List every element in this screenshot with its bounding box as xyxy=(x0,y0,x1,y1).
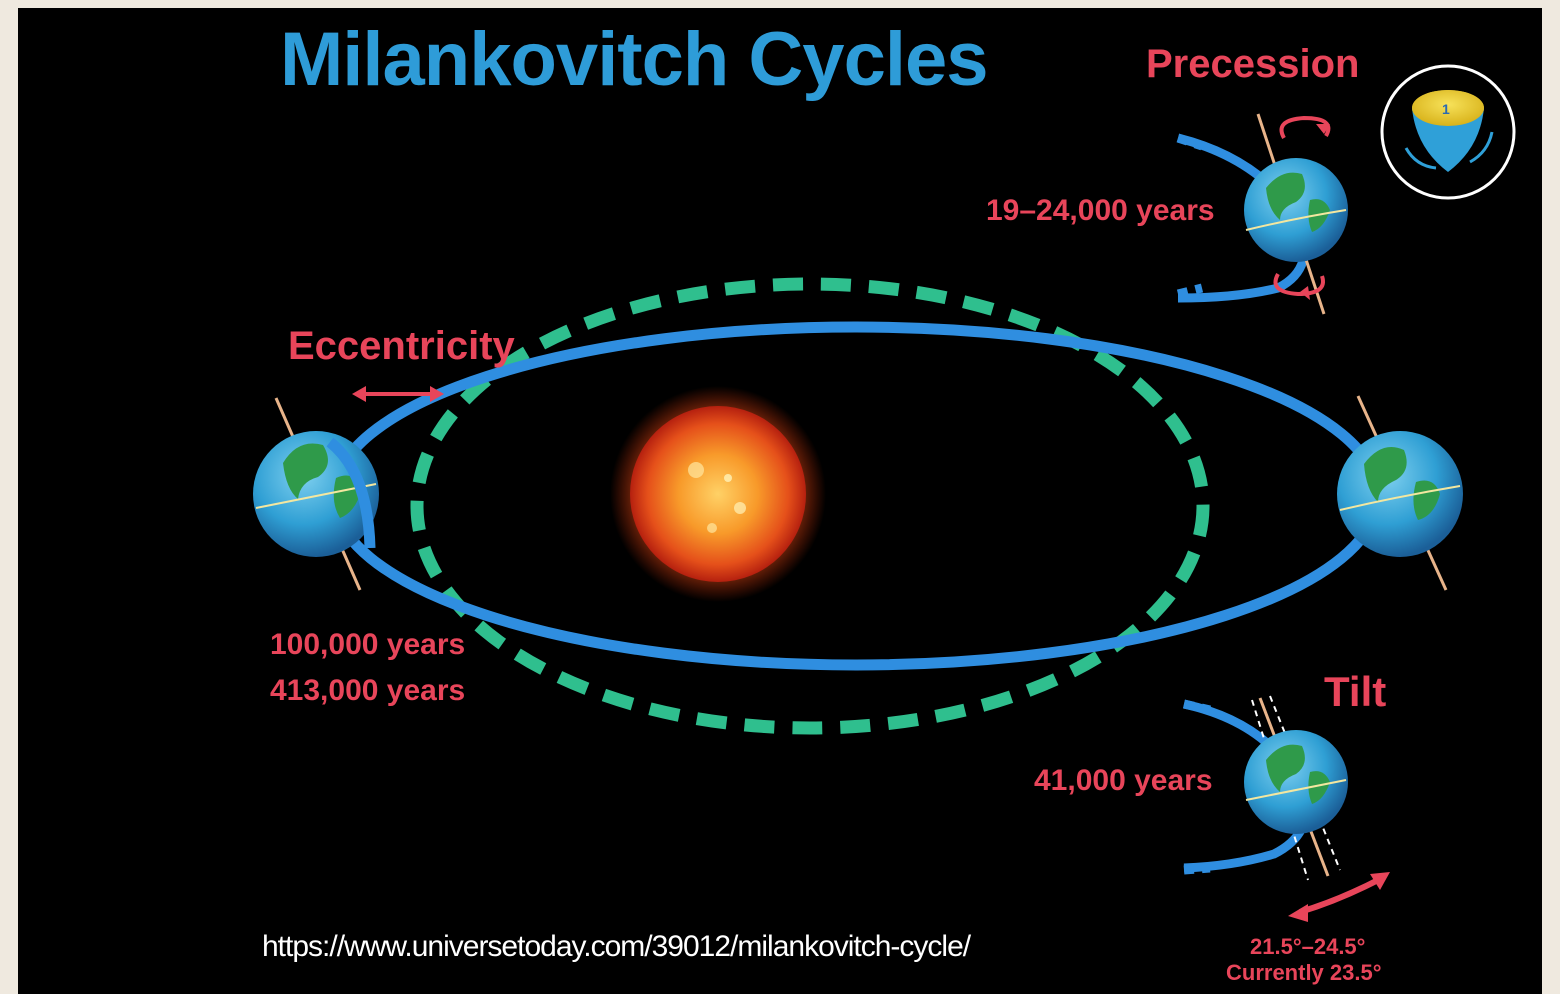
diagram-title: Milankovitch Cycles xyxy=(280,17,988,102)
double-arrow-icon xyxy=(352,386,444,402)
precession-label: Precession xyxy=(1146,42,1360,86)
rotation-arrow-icon xyxy=(1288,872,1390,922)
earth-icon xyxy=(1176,113,1348,315)
earth-icon xyxy=(1182,695,1348,881)
diagram-frame: 1 Milankovitch Cycles Precession 19–24,0… xyxy=(18,8,1542,994)
earth-icon xyxy=(1337,395,1463,591)
sun-icon xyxy=(610,386,826,602)
precession-period: 19–24,000 years xyxy=(986,194,1215,227)
eccentricity-period-1: 100,000 years xyxy=(270,628,466,661)
svg-text:1: 1 xyxy=(1442,101,1450,117)
eccentricity-period-2: 413,000 years xyxy=(270,674,466,707)
tilt-period: 41,000 years xyxy=(1034,764,1213,797)
tilt-current: Currently 23.5° xyxy=(1226,960,1382,985)
spinning-top-icon: 1 xyxy=(1380,64,1516,200)
eccentricity-label: Eccentricity xyxy=(288,324,515,368)
tilt-range: 21.5°–24.5° xyxy=(1250,934,1366,959)
dashed-orbit-circular xyxy=(410,277,1210,735)
orbit-eccentric xyxy=(328,321,1384,671)
source-url: https://www.universetoday.com/39012/mila… xyxy=(262,930,971,963)
orbit-diagram: 1 xyxy=(253,64,1516,922)
tilt-label: Tilt xyxy=(1324,668,1387,715)
earth-icon xyxy=(253,397,379,591)
